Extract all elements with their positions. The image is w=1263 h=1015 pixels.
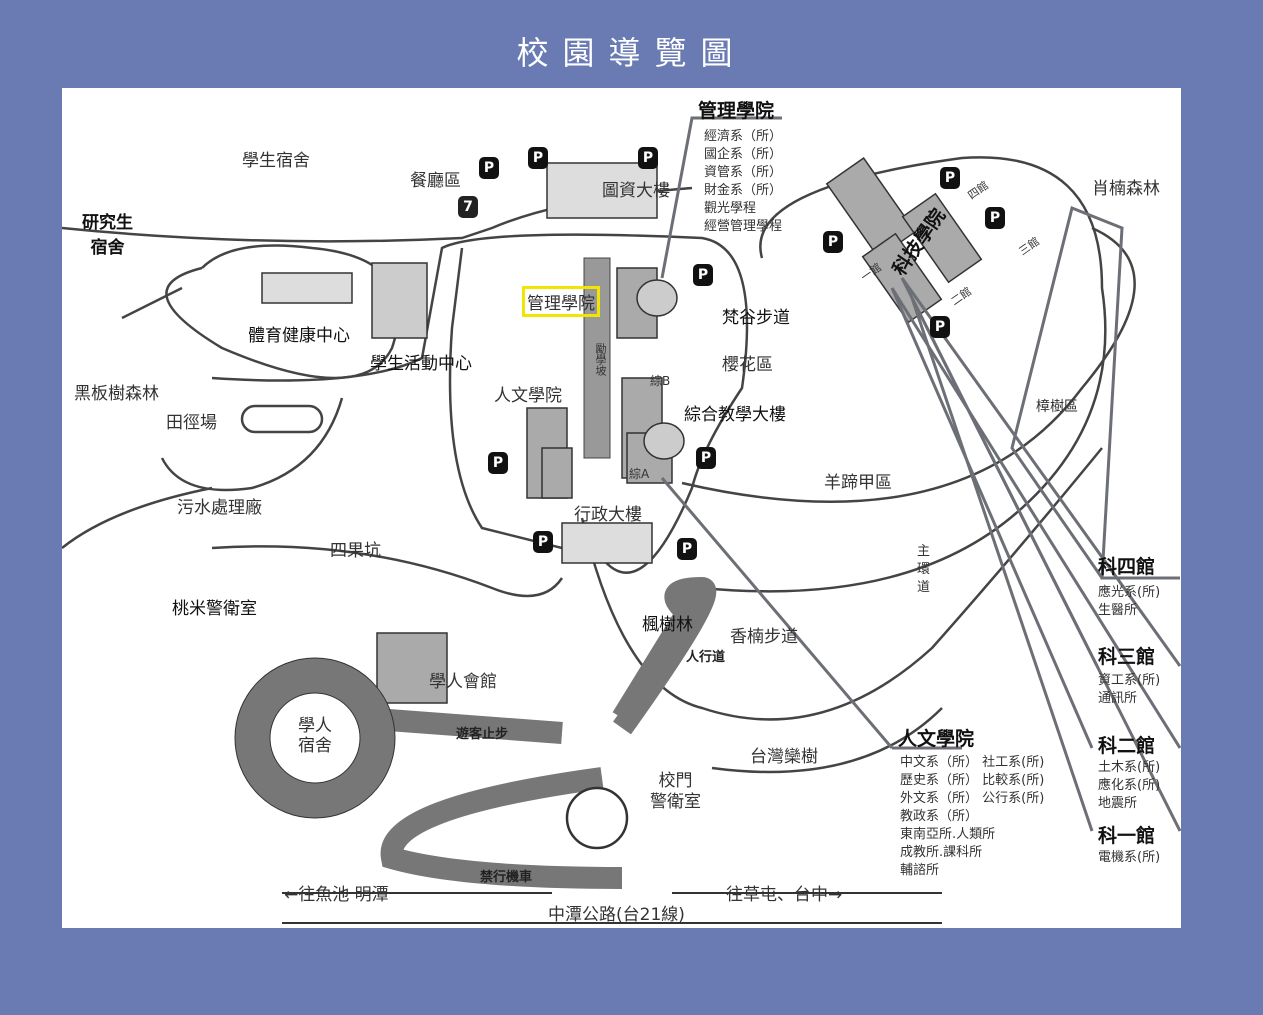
label-blackboard-forest: 黑板樹森林 [74, 384, 159, 404]
map-roads [62, 116, 1181, 924]
parking-icon: P [528, 147, 548, 169]
parking-icon: P [823, 231, 843, 253]
label-xiangnan: 香楠步道 [730, 627, 798, 647]
label-xiaonan-forest: 肖楠森林 [1092, 179, 1160, 199]
label-sidewalk: 人行道 [686, 650, 726, 665]
management-dept-list: 經濟系（所） 國企系（所） 資管系（所） 財金系（所） 觀光學程 經營管理學程 [704, 128, 782, 236]
parking-icon: P [696, 447, 716, 469]
tech-hall-2-title: 科二館 [1098, 735, 1156, 757]
campus-map[interactable]: P P P P P P P P P P P P 學生宿舍 餐廳區 7 圖資大樓 … [62, 88, 1181, 928]
dept-item: 財金系（所） [704, 183, 783, 198]
dept-item: 經濟系（所） [704, 129, 783, 144]
label-sigukeng: 四果坑 [330, 541, 381, 561]
label-scholar-dorm: 學人 宿舍 [298, 716, 332, 756]
label-library: 圖資大樓 [602, 181, 670, 201]
label-general-building: 綜合教學大樓 [684, 405, 786, 425]
label-maple: 楓樹林 [642, 615, 693, 635]
parking-icon: P [930, 316, 950, 338]
parking-icon: P [479, 157, 499, 179]
label-taomi-guard: 桃米警衛室 [172, 599, 257, 619]
management-title: 管理學院 [698, 100, 775, 122]
label-dining: 餐廳區 [410, 171, 461, 191]
label-taiwan-ficus: 台灣欒樹 [750, 747, 818, 767]
dept-item: 經營管理學程 [704, 219, 783, 234]
parking-icon: P [638, 147, 658, 169]
label-gym: 體育健康中心 [248, 326, 350, 346]
tech-hall-4-title: 科四館 [1098, 556, 1156, 578]
label-scholar-hall: 學人會館 [429, 672, 497, 692]
label-dorm: 學生宿舍 [242, 151, 310, 171]
humanities-title: 人文學院 [898, 728, 975, 750]
label-camphor: 樟樹區 [1036, 399, 1078, 415]
parking-icon: P [533, 531, 553, 553]
tech-hall-3-title: 科三館 [1098, 646, 1156, 668]
map-title: 校園導覽圖 [516, 34, 747, 72]
label-gate-guard: 校門 警衛室 [650, 771, 701, 812]
tech-hall-1-depts: 電機系(所) [1098, 850, 1161, 865]
humanities-dept-list: 中文系（所） 社工系(所) 歷史系（所） 比較系(所) 外文系（所） 公行系(所… [900, 755, 1045, 878]
label-lixue-slope: 勵學坡 [594, 343, 607, 376]
label-highway: 中潭公路(台21線) [548, 905, 685, 925]
parking-icon: P [693, 264, 713, 286]
label-yangti: 羊蹄甲區 [824, 473, 892, 493]
parking-icon: P [488, 452, 508, 474]
label-humanities-building: 人文學院 [494, 386, 562, 406]
label-zong-b: 綜B [650, 374, 671, 388]
label-sewage: 污水處理廠 [177, 498, 262, 518]
parking-icon: P [985, 207, 1005, 229]
label-track: 田徑場 [166, 413, 217, 433]
label-zong-a: 綜A [629, 467, 650, 481]
label-no-motorcycles: 禁行機車 [480, 870, 533, 885]
parking-icon: P [940, 167, 960, 189]
label-grad-dorm: 研究生 宿舍 [82, 213, 133, 258]
label-main-road: 主 環 道 [917, 544, 931, 595]
parking-icon: P [677, 538, 697, 560]
label-visitor-stop: 遊客止步 [456, 727, 509, 742]
tech-hall-3-depts: 資工系(所) 通訊所 [1098, 673, 1161, 706]
label-sakura: 櫻花區 [722, 355, 773, 375]
label-admin: 行政大樓 [574, 505, 642, 525]
label-to-yuchi: ←往魚池 明潭 [284, 885, 389, 905]
dept-item: 觀光學程 [704, 201, 757, 216]
seven-eleven-icon: 7 [458, 196, 478, 218]
label-to-caotun: 往草屯、台中→ [726, 885, 843, 905]
label-management-building[interactable]: 管理學院 [522, 286, 600, 317]
dept-item: 資管系（所） [704, 165, 783, 180]
dept-item: 國企系（所） [704, 147, 783, 162]
tech-hall-4-depts: 應光系(所) 生醫所 [1098, 585, 1161, 618]
tech-hall-1-title: 科一館 [1098, 825, 1156, 847]
label-fangu-trail: 梵谷步道 [722, 308, 790, 328]
tech-hall-2-depts: 土木系(所) 應化系(所) 地震所 [1098, 760, 1161, 811]
label-activity-center: 學生活動中心 [370, 354, 472, 374]
